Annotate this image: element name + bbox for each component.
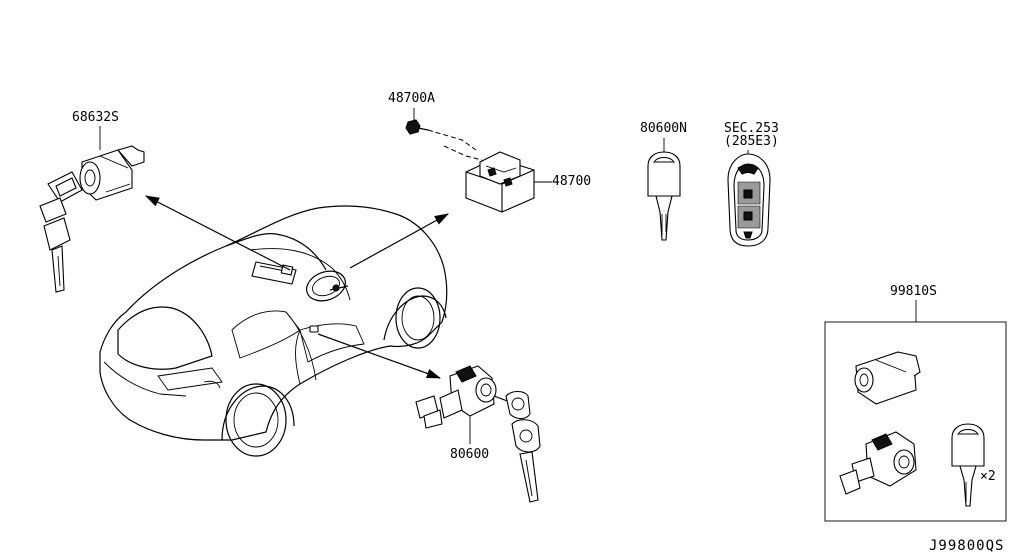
- key-quantity-label: ×2: [980, 469, 996, 484]
- label-285e3: (285E3): [724, 134, 779, 149]
- label-80600: 80600: [450, 447, 489, 462]
- intelligent-key-part: SEC.253 (285E3): [724, 121, 779, 247]
- label-68632s: 68632S: [72, 110, 119, 125]
- door-lock-part: 80600: [415, 365, 541, 503]
- key-part: 80600N: [640, 121, 687, 241]
- label-80600n: 80600N: [640, 121, 687, 136]
- pointer-arrows: [144, 195, 450, 379]
- ignition-cylinder-part: 68632S: [39, 110, 145, 293]
- vehicle-illustration: [99, 205, 448, 457]
- label-sec-253: SEC.253: [724, 121, 779, 136]
- steering-lock-part: 48700: [427, 129, 591, 213]
- cylinder-set-part: 99810S ×2: [824, 284, 1007, 522]
- label-48700a: 48700A: [388, 91, 435, 106]
- cylinder-set-box: [824, 321, 1007, 522]
- label-48700: 48700: [552, 174, 591, 189]
- bolt-part: 48700A: [388, 91, 435, 135]
- label-99810s: 99810S: [890, 284, 937, 299]
- diagram-code: J99800QS: [929, 538, 1004, 554]
